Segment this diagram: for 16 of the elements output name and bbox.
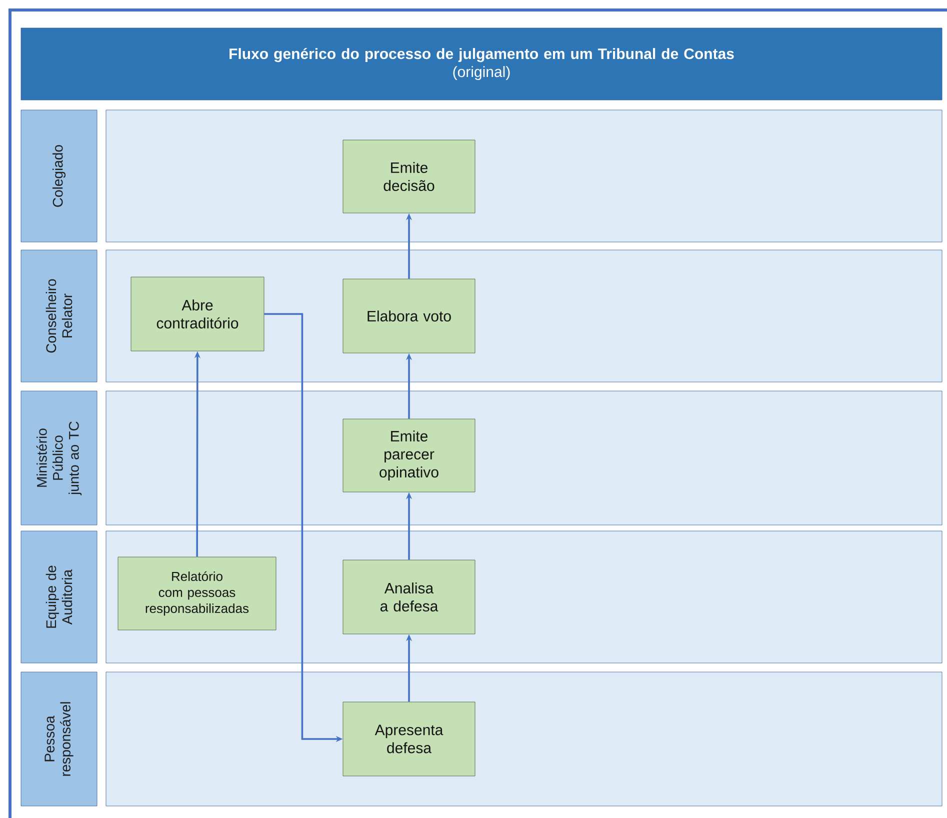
title-banner: Fluxo genérico do processo de julgamento em um Tribunal de Contas (original) bbox=[20, 28, 942, 100]
process-box: Emite decisão bbox=[342, 140, 476, 214]
process-box: Abre contraditório bbox=[130, 276, 264, 352]
lane-band bbox=[106, 110, 942, 242]
process-box: Elabora voto bbox=[342, 278, 476, 354]
lane-header: Pessoa responsável bbox=[20, 672, 98, 806]
process-box: Analisa a defesa bbox=[342, 560, 476, 634]
process-box: Apresenta defesa bbox=[342, 702, 476, 776]
process-box: Relatório com pessoas responsabilizadas bbox=[118, 556, 276, 630]
lane-band bbox=[106, 390, 942, 526]
lane-header: Conselheiro Relator bbox=[20, 250, 98, 382]
lane-header: Colegiado bbox=[20, 110, 98, 242]
lane-header: Equipe de Auditoria bbox=[20, 530, 98, 664]
lane-header: Ministério Público junto ao TC bbox=[20, 390, 98, 526]
process-box: Emite parecer opinativo bbox=[342, 418, 476, 492]
lane-band bbox=[106, 672, 942, 806]
